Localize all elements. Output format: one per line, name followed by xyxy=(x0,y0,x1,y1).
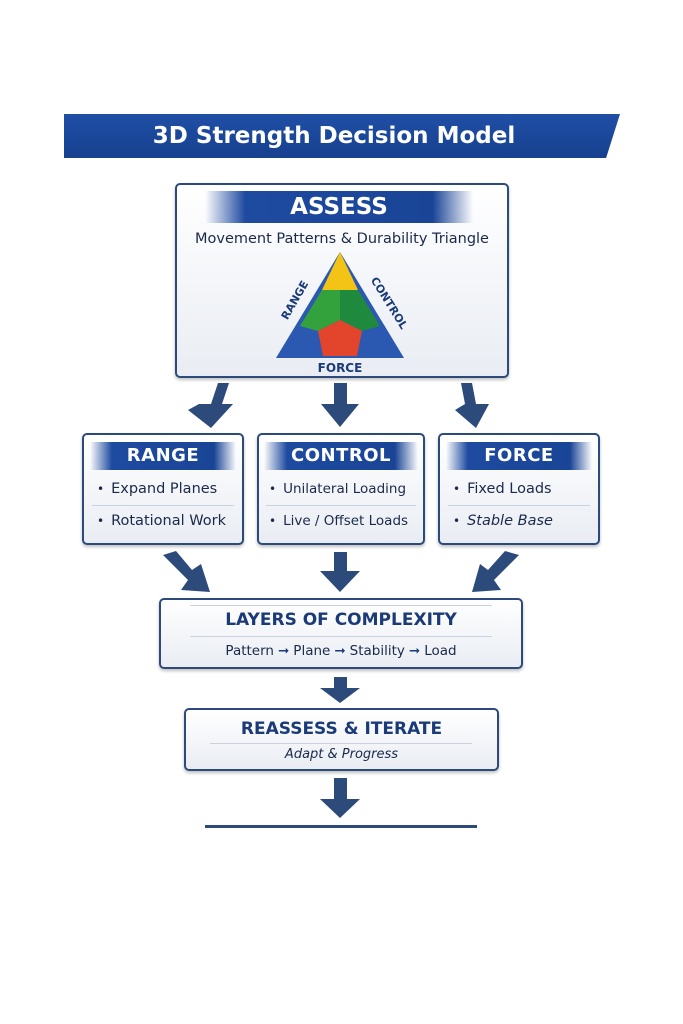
arrow-control-to-layers xyxy=(320,552,360,592)
arrow-to-range xyxy=(188,383,233,428)
assess-subtitle: Movement Patterns & Durability Triangle xyxy=(195,231,489,247)
layers-sequence: Pattern➞Plane➞Stability➞Load xyxy=(159,643,523,659)
arrow-layers-to-reassess xyxy=(320,677,360,703)
title-banner xyxy=(64,114,620,158)
arrow-range-to-layers xyxy=(163,551,210,592)
arrow-to-control xyxy=(321,383,359,427)
force-heading: FORCE xyxy=(446,442,592,470)
control-item-2: Live / Offset Loads xyxy=(269,513,408,529)
sequence-step-plane: Plane xyxy=(293,643,331,659)
reassess-heading: REASSESS & ITERATE xyxy=(240,719,443,739)
layers-heading: LAYERS OF COMPLEXITY xyxy=(225,610,457,630)
force-item-1: Fixed Loads xyxy=(453,481,552,497)
force-divider xyxy=(448,505,590,506)
arrow-to-force xyxy=(455,383,489,428)
range-heading: RANGE xyxy=(90,442,236,470)
force-item-2: Stable Base xyxy=(453,513,553,529)
range-divider xyxy=(92,505,234,506)
control-item-1: Unilateral Loading xyxy=(269,481,406,497)
layers-card xyxy=(159,598,523,669)
control-divider xyxy=(266,505,416,506)
sequence-step-load: Load xyxy=(424,643,457,659)
page-title: 3D Strength Decision Model xyxy=(152,123,516,149)
bottom-line xyxy=(205,825,477,828)
arrow-reassess-down xyxy=(320,778,360,818)
reassess-card xyxy=(184,708,499,771)
arrow-force-to-layers xyxy=(472,551,519,592)
control-heading: CONTROL xyxy=(264,442,418,470)
layers-divider xyxy=(190,636,492,637)
sequence-arrow-icon: ➞ xyxy=(408,643,421,659)
reassess-subtitle: Adapt & Progress xyxy=(284,747,399,762)
sequence-step-stability: Stability xyxy=(349,643,405,659)
sequence-step-pattern: Pattern xyxy=(225,643,274,659)
range-item-2: Rotational Work xyxy=(97,513,226,529)
sequence-arrow-icon: ➞ xyxy=(334,643,346,659)
layers-top-divider xyxy=(190,605,492,606)
range-item-1: Expand Planes xyxy=(97,481,217,497)
reassess-divider xyxy=(210,743,472,744)
assess-heading: ASSESS xyxy=(205,191,473,223)
sequence-arrow-icon: ➞ xyxy=(277,643,290,659)
